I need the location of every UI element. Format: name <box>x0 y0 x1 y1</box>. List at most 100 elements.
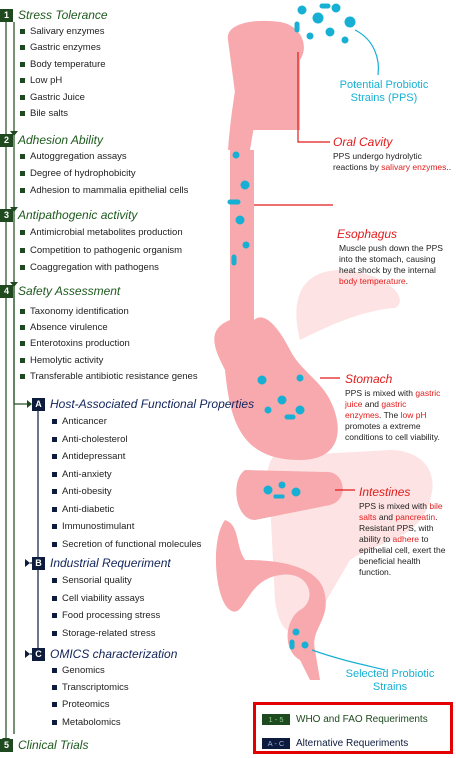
requirement-item-label: Autoggregation assays <box>30 151 127 162</box>
stage-desc-intestines: PPS is mixed with bile salts and pancrea… <box>359 501 451 578</box>
section-header-1: 1 Stress Tolerance <box>0 8 108 22</box>
stomach-shape <box>214 317 338 460</box>
section-number-badge: C <box>32 647 45 661</box>
requirement-item-label: Antimicrobial metabolites production <box>30 227 183 238</box>
requirement-item: Enterotoxins production <box>20 338 130 349</box>
alt-flow-arrows <box>25 559 30 658</box>
section-number-badge: 4 <box>0 284 13 298</box>
stomach-desc-3: . The <box>379 410 401 420</box>
bullet-square-icon <box>52 436 57 442</box>
oral-desc-highlight: salivary enzymes <box>381 162 447 172</box>
requirement-item: Metabolomics <box>52 717 121 728</box>
section-title: Stress Tolerance <box>18 8 108 22</box>
requirement-item: Low pH <box>20 75 62 86</box>
probiotic-strain-symbols <box>227 3 356 650</box>
requirement-item-label: Taxonomy identification <box>30 306 129 317</box>
stage-title-stomach: Stomach <box>345 372 393 386</box>
stage-desc-stomach: PPS is mixed with gastric juice and gast… <box>345 388 445 443</box>
bullet-square-icon <box>52 419 57 424</box>
requirement-item: Sensorial quality <box>52 575 132 586</box>
requirement-item: Taxonomy identification <box>20 306 129 317</box>
requirement-item: Bile salts <box>20 108 68 119</box>
requirement-item-label: Antidepressant <box>62 451 126 462</box>
bullet-square-icon <box>20 325 25 331</box>
bullet-square-icon <box>20 341 25 347</box>
bullet-square-icon <box>52 613 57 618</box>
requirement-item: Transcriptomics <box>52 682 129 693</box>
intestines-hl-3: adhere <box>392 534 420 544</box>
section-header-4: 4 Safety Assessment <box>0 284 120 298</box>
legend-alt-row: A - C Alternative Requeriments <box>262 738 408 749</box>
requirement-item-label: Sensorial quality <box>62 575 132 586</box>
requirement-item-label: Competition to pathogenic organism <box>30 244 183 256</box>
liver-shape <box>296 270 400 340</box>
legend-alt-badge: A - C <box>262 738 290 749</box>
requirement-item: Gastric enzymes <box>20 42 101 53</box>
requirement-item-label: Body temperature <box>30 58 106 70</box>
requirement-item-label: Transcriptomics <box>62 682 129 694</box>
requirement-item: Transferable antibiotic resistance genes <box>20 371 198 382</box>
legend-alt-label: Alternative Requeriments <box>296 738 409 749</box>
requirement-item: Genomics <box>52 665 105 676</box>
bullet-square-icon <box>52 630 57 636</box>
requirement-item-label: Genomics <box>62 665 105 676</box>
requirement-item: Antidepressant <box>52 451 125 462</box>
requirement-item: Cell viability assays <box>52 593 144 604</box>
potential-strains-label: Potential Probiotic Strains (PPS) <box>339 79 429 104</box>
selected-strains-label: Selected Probiotic Strains <box>345 668 435 693</box>
section-title: Adhesion Ability <box>18 133 103 147</box>
bullet-square-icon <box>52 719 57 725</box>
stomach-hl-3: low pH <box>400 410 427 420</box>
intestines-desc-3: . Resistant PPS, with ability to <box>359 512 438 544</box>
bullet-square-icon <box>20 373 25 379</box>
requirement-item-label: Gastric enzymes <box>30 42 101 54</box>
intestines-hl-2: pancreatin <box>395 512 436 522</box>
flow-lines <box>5 22 30 742</box>
section-number-badge: B <box>32 556 45 570</box>
requirement-item-label: Bile salts <box>30 108 69 119</box>
bullet-square-icon <box>52 541 57 547</box>
requirement-item-label: Anti-obesity <box>62 486 112 497</box>
section-title: Safety Assessment <box>18 284 121 298</box>
stage-title-esophagus: Esophagus <box>337 227 398 241</box>
stage-title-intestines: Intestines <box>359 485 411 499</box>
bullet-square-icon <box>20 171 25 176</box>
requirement-item: Degree of hydrophobicity <box>20 168 136 179</box>
requirement-item: Salivary enzymes <box>20 26 104 37</box>
intestines-desc-4: to epithelial cell, exert the beneficial… <box>359 534 446 577</box>
stomach-desc-2: and <box>362 399 382 409</box>
esophagus-desc-highlight: body temperature <box>339 276 406 286</box>
bullet-square-icon <box>20 78 25 84</box>
requirement-item: Secretion of functional molecules <box>52 539 201 550</box>
legend-who-badge: 1 - 5 <box>262 714 290 725</box>
throat-shape <box>228 60 270 150</box>
requirement-item-label: Transferable antibiotic resistance genes <box>30 370 198 382</box>
requirement-item: Anti-cholesterol <box>52 434 127 445</box>
requirement-item: Proteomics <box>52 699 110 710</box>
esophagus-desc-text: Muscle push down the PPS into the stomac… <box>339 243 443 275</box>
bullet-square-icon <box>20 265 25 270</box>
requirement-item: Food processing stress <box>52 610 160 621</box>
requirement-item-label: Adhesion to mammalia epithelial cells <box>30 185 189 196</box>
section-number-badge: 1 <box>0 8 13 22</box>
strain-connectors <box>311 29 386 671</box>
stage-desc-esophagus: Muscle push down the PPS into the stomac… <box>339 243 451 287</box>
intestines-hl-1: bile salts <box>359 501 443 522</box>
intestines-desc-2: and <box>376 512 396 522</box>
requirement-item: Absence virulence <box>20 322 108 333</box>
intestine-loops <box>215 520 326 680</box>
bullet-square-icon <box>20 45 25 51</box>
requirement-item-label: Anticancer <box>62 416 107 427</box>
bullet-square-icon <box>52 471 57 477</box>
bullet-square-icon <box>52 524 57 529</box>
requirement-item-label: Storage-related stress <box>62 627 156 639</box>
requirement-item: Anti-obesity <box>52 486 112 497</box>
requirement-item-label: Coaggregation with pathogens <box>30 262 159 273</box>
section-number-badge: 5 <box>0 738 13 752</box>
stage-connectors <box>254 52 355 491</box>
section-title: Antipathogenic activity <box>18 208 138 222</box>
bullet-square-icon <box>20 94 25 100</box>
legend-who-label: WHO and FAO Requeriments <box>296 714 428 725</box>
requirement-item-label: Secretion of functional molecules <box>62 538 202 550</box>
requirement-item: Anticancer <box>52 416 107 427</box>
